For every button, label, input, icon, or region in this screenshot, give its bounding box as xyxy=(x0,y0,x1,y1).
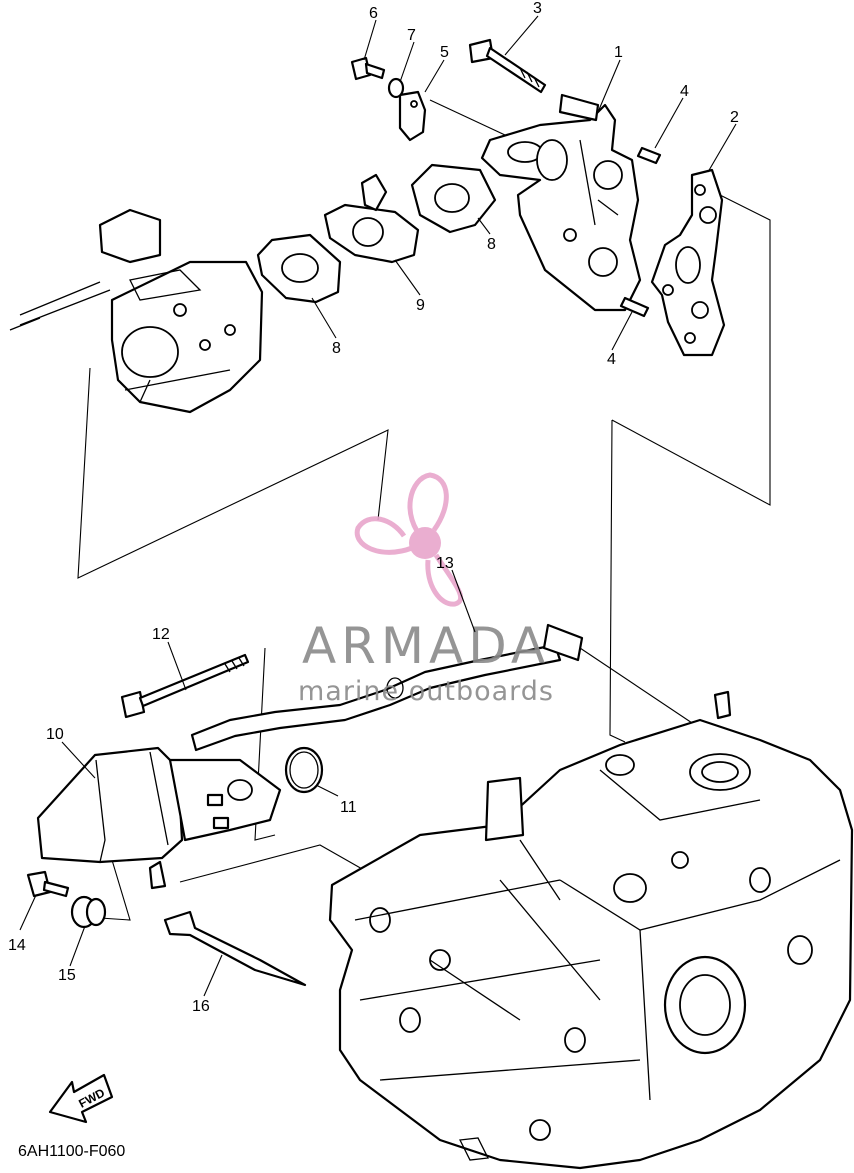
callout-5: 5 xyxy=(440,44,449,61)
manifold-gasket xyxy=(650,168,726,357)
alignment-lines xyxy=(77,99,771,921)
watermark-brand: ARMADA xyxy=(302,617,550,675)
callout-4-upper: 4 xyxy=(680,83,689,100)
callout-4-lower: 4 xyxy=(607,351,616,368)
callout-13: 13 xyxy=(436,555,454,572)
carburetor xyxy=(9,208,264,414)
callout-numbers: 1 2 3 4 4 5 6 7 8 8 9 10 11 12 13 14 15 … xyxy=(8,0,739,1015)
callout-8-left: 8 xyxy=(332,340,341,357)
cylinder-block xyxy=(328,690,854,1170)
intake-manifold xyxy=(480,93,642,312)
callout-1: 1 xyxy=(614,44,623,61)
callout-2: 2 xyxy=(730,109,739,126)
callout-8-right: 8 xyxy=(487,236,496,253)
bolt-14 xyxy=(26,870,70,898)
watermark-tagline: marine outboards xyxy=(298,676,554,707)
breather-hose xyxy=(190,623,584,752)
callout-3: 3 xyxy=(533,0,542,17)
callout-7: 7 xyxy=(407,27,416,44)
callout-10: 10 xyxy=(46,726,64,743)
dowel-pins xyxy=(619,146,662,318)
hose-clamp xyxy=(398,90,427,142)
armada-watermark: ARMADA marine outboards xyxy=(298,472,554,707)
washer-7 xyxy=(387,77,405,99)
fwd-arrow-icon: FWD xyxy=(48,1073,114,1124)
intake-adapter xyxy=(323,173,420,264)
callout-11: 11 xyxy=(340,799,357,816)
carb-gasket-left xyxy=(256,233,342,304)
cable-tie-16 xyxy=(163,910,307,987)
small-bolt-6 xyxy=(350,56,386,81)
o-ring xyxy=(284,746,324,794)
silencer-cover xyxy=(36,746,282,890)
callout-6: 6 xyxy=(369,5,378,22)
long-bolt-12 xyxy=(120,653,250,719)
callout-12: 12 xyxy=(152,626,170,643)
callout-14: 14 xyxy=(8,937,26,954)
grommet-15 xyxy=(70,895,107,929)
carb-gasket-right xyxy=(410,163,497,234)
callout-15: 15 xyxy=(58,967,76,984)
propeller-logo xyxy=(354,472,463,607)
callout-16: 16 xyxy=(192,998,210,1015)
callout-9: 9 xyxy=(416,297,425,314)
long-bolt-3 xyxy=(468,38,547,94)
diagram-code: 6AH1100-F060 xyxy=(18,1143,125,1160)
callout-leaders xyxy=(19,15,737,997)
